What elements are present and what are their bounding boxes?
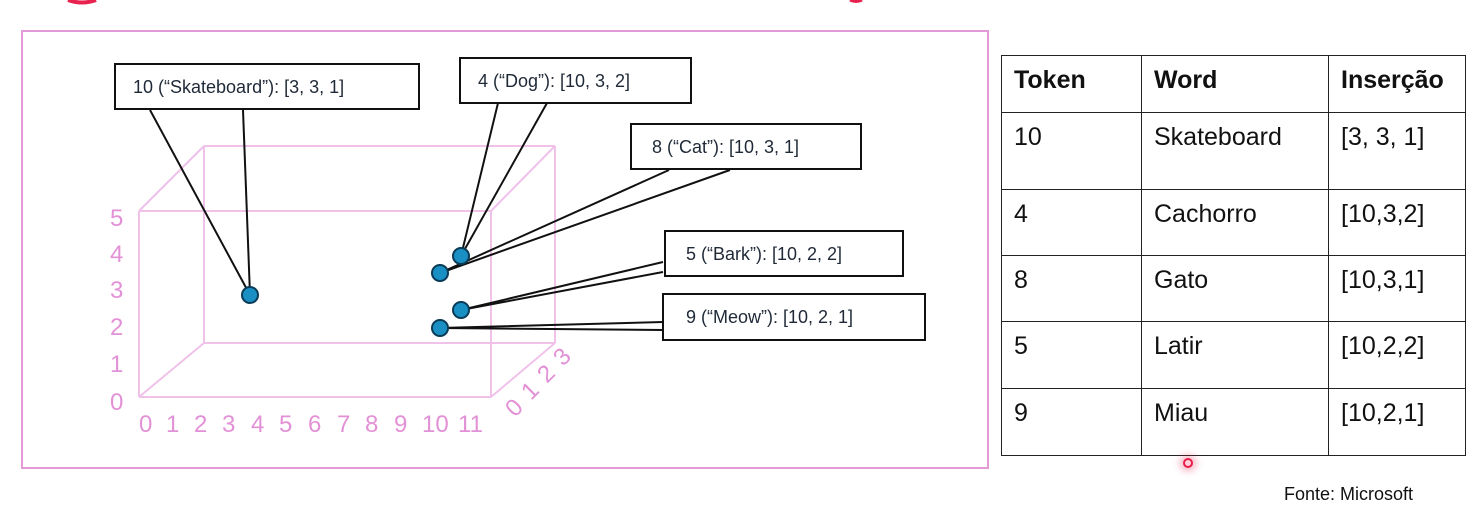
x-tick: 11: [458, 411, 483, 438]
cell-embedding: [10,2,2]: [1328, 321, 1466, 389]
z-tick: 0: [500, 394, 529, 423]
y-tick: 3: [110, 277, 123, 304]
cursor-pointer-icon: [1183, 458, 1193, 468]
cell-embedding: [10,2,1]: [1328, 388, 1466, 456]
callout-bark: 5 (“Bark”): [10, 2, 2]: [664, 230, 904, 277]
x-tick: 8: [365, 411, 378, 438]
z-tick: 2: [532, 360, 561, 389]
cell-token: 5: [1001, 321, 1142, 389]
cell-word: Latir: [1141, 321, 1329, 389]
y-tick: 1: [110, 351, 123, 378]
x-tick: 6: [308, 411, 321, 438]
y-tick: 0: [110, 389, 123, 416]
x-tick: 1: [166, 411, 179, 438]
cell-word: Cachorro: [1141, 189, 1329, 256]
point-dog: [452, 247, 470, 265]
header-word: Word: [1141, 55, 1329, 113]
callout-dog: 4 (“Dog”): [10, 3, 2]: [459, 57, 692, 104]
callout-meow: 9 (“Meow”): [10, 2, 1]: [662, 293, 926, 341]
y-tick: 2: [110, 314, 123, 341]
callout-skateboard: 10 (“Skateboard”): [3, 3, 1]: [114, 63, 420, 110]
x-axis-ticks: 0 1 2 3 4 5 6 7 8 9 10 11: [139, 411, 483, 438]
z-axis-ticks: 0 1 2 3: [500, 343, 577, 423]
x-tick: 3: [222, 411, 235, 438]
3d-box: [138, 145, 556, 398]
top-decoration: [67, 0, 863, 5]
x-tick: 7: [337, 411, 350, 438]
x-tick: 2: [194, 411, 207, 438]
x-tick: 10: [422, 411, 449, 438]
table-header-row: Token Word Inserção: [1001, 55, 1466, 113]
point-meow: [431, 319, 449, 337]
callout-cat-label: 8 (“Cat”): [10, 3, 1]: [652, 137, 799, 157]
cell-token: 4: [1001, 189, 1142, 256]
x-tick: 5: [279, 411, 292, 438]
callout-skateboard-label: 10 (“Skateboard”): [3, 3, 1]: [133, 77, 344, 97]
source-caption: Fonte: Microsoft: [1284, 484, 1414, 504]
cell-embedding: [10,3,1]: [1328, 255, 1466, 322]
x-tick: 9: [394, 411, 407, 438]
callout-bark-label: 5 (“Bark”): [10, 2, 2]: [686, 244, 842, 264]
x-tick: 0: [139, 411, 152, 438]
cell-token: 10: [1001, 112, 1142, 190]
table-row: 9 Miau [10,2,1]: [1001, 388, 1466, 456]
cell-embedding: [10,3,2]: [1328, 189, 1466, 256]
callout-cat: 8 (“Cat”): [10, 3, 1]: [630, 123, 862, 170]
cell-word: Skateboard: [1141, 112, 1329, 190]
header-token: Token: [1001, 55, 1142, 113]
callout-dog-label: 4 (“Dog”): [10, 3, 2]: [478, 71, 630, 91]
cell-embedding: [3, 3, 1]: [1328, 112, 1466, 190]
point-skateboard: [241, 286, 259, 304]
table-row: 4 Cachorro [10,3,2]: [1001, 189, 1466, 256]
y-axis-ticks: 0 1 2 3 4 5: [110, 205, 123, 416]
y-tick: 4: [110, 241, 123, 268]
header-insercao: Inserção: [1328, 55, 1466, 113]
y-tick: 5: [110, 205, 123, 232]
callout-meow-label: 9 (“Meow”): [10, 2, 1]: [686, 307, 853, 327]
z-tick: 1: [516, 377, 545, 406]
data-points: [241, 247, 470, 337]
x-tick: 4: [251, 411, 264, 438]
z-tick: 3: [548, 343, 577, 372]
table-row: 5 Latir [10,2,2]: [1001, 321, 1466, 389]
cell-word: Gato: [1141, 255, 1329, 322]
cell-token: 9: [1001, 388, 1142, 456]
table-row: 10 Skateboard [3, 3, 1]: [1001, 112, 1466, 190]
cell-word: Miau: [1141, 388, 1329, 456]
diagram-frame: [21, 30, 989, 469]
point-cat: [431, 264, 449, 282]
point-bark: [452, 301, 470, 319]
cell-token: 8: [1001, 255, 1142, 322]
table-row: 8 Gato [10,3,1]: [1001, 255, 1466, 322]
embedding-3d-diagram: 0 1 2 3 4 5 0 1 2 3 4 5 6 7 8 9 10 11 0 …: [110, 57, 926, 438]
embedding-table: Token Word Inserção 10 Skateboard [3, 3,…: [1001, 55, 1466, 456]
